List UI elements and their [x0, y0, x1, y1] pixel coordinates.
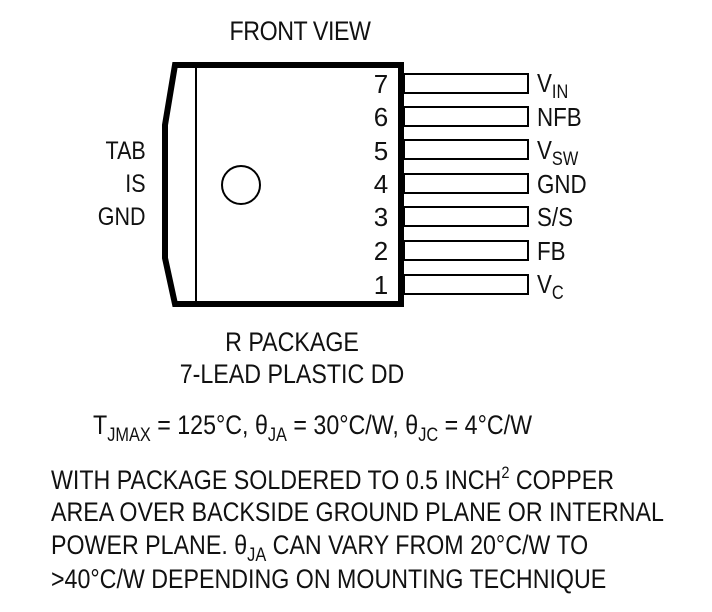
pin-number-5: 5	[373, 136, 389, 166]
note-line-3: POWER PLANE. θJA CAN VARY FROM 20°C/W TO	[51, 530, 589, 566]
pin-number-4: 4	[373, 169, 389, 199]
note-line-2: AREA OVER BACKSIDE GROUND PLANE OR INTER…	[51, 497, 664, 527]
pin-lead-5	[403, 139, 529, 160]
diagram-title: FRONT VIEW	[229, 16, 371, 46]
pin-name-3: S/S	[537, 202, 574, 232]
tab-label-line-1: TAB	[105, 137, 146, 165]
pin-name-2: FB	[537, 236, 566, 266]
pin-number-2: 2	[373, 236, 389, 266]
pin-name-5: VSW	[537, 135, 579, 170]
package-body-outline	[162, 62, 404, 307]
pin-number-6: 6	[373, 102, 389, 132]
tab-label-line-2: IS	[125, 170, 146, 198]
note-line-4: >40°C/W DEPENDING ON MOUNTING TECHNIQUE	[51, 564, 607, 594]
note-line-1: WITH PACKAGE SOLDERED TO 0.5 INCH2 COPPE…	[51, 463, 614, 495]
pin-lead-7	[403, 73, 529, 94]
pin-name-6: NFB	[537, 102, 582, 132]
tab-label-line-3: GND	[98, 203, 146, 231]
package-name: R PACKAGE	[225, 327, 359, 357]
pin-number-7: 7	[373, 69, 389, 99]
pin-lead-4	[403, 173, 529, 194]
pin-name-4: GND	[537, 169, 587, 199]
pin-leads	[403, 73, 529, 295]
pin-lead-2	[403, 240, 529, 261]
pin-lead-6	[403, 106, 529, 127]
pin-lead-1	[403, 274, 529, 295]
mounting-hole-icon	[221, 165, 261, 205]
package-description: 7-LEAD PLASTIC DD	[179, 359, 405, 389]
pin-lead-3	[403, 206, 529, 227]
pin-number-3: 3	[373, 202, 389, 232]
pin-name-1: VC	[537, 269, 564, 304]
pin-name-7: VIN	[537, 68, 569, 103]
thermal-specs: TJMAX = 125°C, θJA = 30°C/W, θJC = 4°C/W	[93, 410, 533, 446]
pin-number-1: 1	[373, 270, 389, 300]
